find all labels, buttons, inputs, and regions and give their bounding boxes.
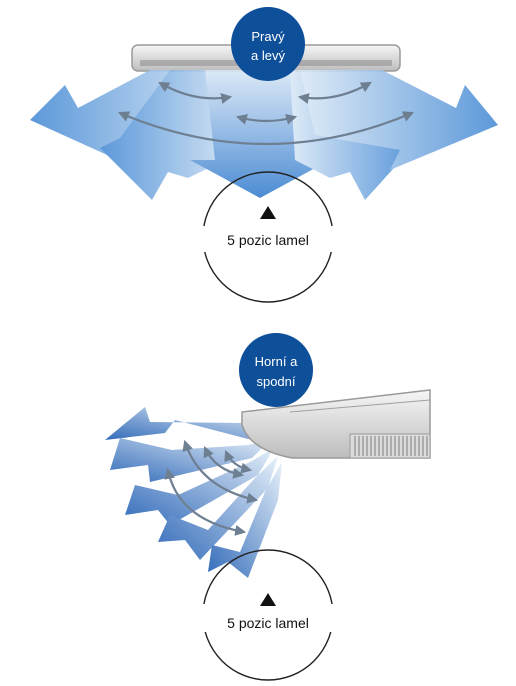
direction-badge-bottom: Horní a spodní (239, 333, 313, 407)
ceiling-unit-side-view (241, 389, 431, 459)
positions-label-bottom: 5 pozic lamel (227, 615, 309, 631)
triangle-up-icon (260, 593, 276, 606)
badge-label-line2-bottom: spodní (256, 374, 295, 389)
louver-positions-indicator-bottom: 5 pozic lamel (195, 549, 341, 681)
top-panel: 5 pozic lamel Pravý a levý (30, 7, 498, 303)
badge-label-line1: Pravý (251, 29, 285, 44)
triangle-up-icon (260, 206, 276, 219)
positions-label: 5 pozic lamel (227, 232, 309, 248)
bottom-panel: 5 pozic lamel Horní a spodní (105, 333, 431, 681)
badge-label-line1-bottom: Horní a (255, 354, 298, 369)
swing-arrows-vertical (164, 439, 259, 536)
louver-positions-indicator: 5 pozic lamel (195, 171, 341, 303)
badge-label-line2: a levý (251, 48, 285, 63)
swing-arrows (117, 81, 415, 146)
airflow-streams-horizontal (30, 70, 498, 200)
direction-badge: Pravý a levý (231, 7, 305, 81)
